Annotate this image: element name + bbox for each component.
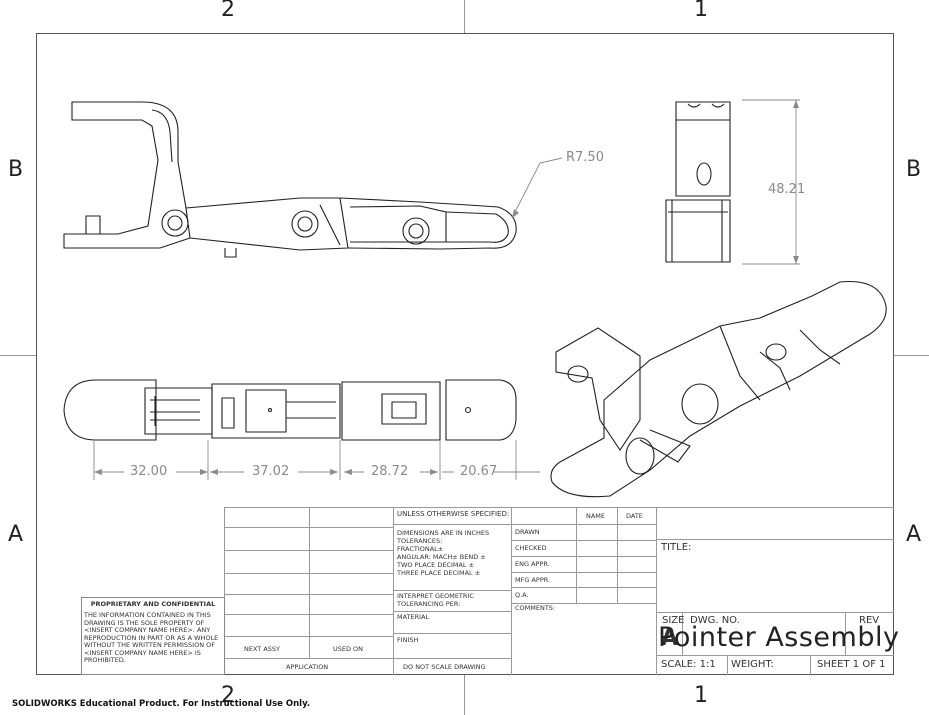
zone-top-2: 2 [221, 0, 235, 22]
unless-label: UNLESS OTHERWISE SPECIFIED: [397, 510, 510, 518]
dim-32: 32.00 [130, 464, 168, 479]
border-tick [894, 355, 929, 356]
dwg-no-label: DWG. NO. [690, 615, 740, 626]
size-value: A [661, 626, 679, 651]
title-block-line [576, 507, 577, 603]
zone-right-a: A [906, 522, 922, 547]
title-block-line [224, 527, 394, 528]
application-label: APPLICATION [286, 663, 329, 671]
zone-right-b: B [906, 157, 922, 182]
dims-inches-label: DIMENSIONS ARE IN INCHES [397, 529, 490, 537]
drawn-label: DRAWN [515, 528, 540, 536]
title-block-line [224, 550, 394, 551]
title-block-line [393, 590, 511, 591]
title-block-line [656, 539, 894, 540]
title-block-line [393, 611, 511, 612]
title-block-line [511, 540, 656, 541]
eng-appr-label: ENG APPR. [515, 560, 550, 568]
title-block-line [511, 572, 656, 573]
title-block-line [682, 612, 683, 655]
title-block-line [617, 507, 618, 603]
zone-top-1: 1 [694, 0, 708, 22]
scale-label: SCALE: 1:1 [661, 659, 716, 670]
title-block-line [511, 524, 656, 525]
next-assy-label: NEXT ASSY [244, 645, 281, 653]
sheet-label: SHEET 1 OF 1 [817, 659, 886, 670]
zone-bottom-1: 1 [694, 683, 708, 708]
dim-radius: R7.50 [566, 150, 604, 165]
title-block-line [224, 614, 394, 615]
material-label: MATERIAL [397, 613, 430, 621]
weight-label: WEIGHT: [731, 659, 774, 670]
mfg-appr-label: MFG APPR. [515, 576, 551, 584]
title-block-line [656, 612, 894, 613]
title-block-line [224, 507, 225, 675]
proprietary-box [81, 597, 225, 675]
checked-label: CHECKED [515, 544, 547, 552]
title-block-line [224, 636, 394, 637]
zone-left-a: A [8, 522, 24, 547]
title-block-line [393, 507, 394, 675]
two-place-label: TWO PLACE DECIMAL ± [397, 561, 475, 569]
proprietary-text: THE INFORMATION CONTAINED IN THIS DRAWIN… [84, 611, 219, 664]
fractional-label: FRACTIONAL± [397, 545, 444, 553]
size-label: SIZE [662, 615, 685, 626]
title-block-line [224, 507, 894, 508]
dim-height: 48.21 [768, 182, 806, 197]
rev-label: REV [859, 615, 880, 626]
title-block-line [511, 603, 656, 604]
name-header: NAME [586, 512, 606, 520]
dim-28: 28.72 [371, 464, 409, 479]
title-block-line [511, 556, 656, 557]
title-block-line [656, 507, 657, 675]
dim-37: 37.02 [252, 464, 290, 479]
drawing-frame [36, 33, 894, 675]
top-view [63, 379, 517, 441]
used-on-label: USED ON [333, 645, 364, 653]
title-block-line [845, 612, 846, 655]
part-name: Pointer Assembly [658, 622, 900, 653]
interpret-label: INTERPRET GEOMETRIC TOLERANCING PER: [397, 592, 474, 608]
zone-left-b: B [8, 157, 24, 182]
proprietary-title: PROPRIETARY AND CONFIDENTIAL [90, 600, 216, 608]
zone-bottom-2: 2 [221, 683, 235, 708]
comments-label: COMMENTS: [515, 604, 556, 612]
do-not-scale-label: DO NOT SCALE DRAWING [403, 663, 486, 671]
title-block-line [511, 507, 512, 675]
side-view [63, 101, 517, 258]
tolerances-label: TOLERANCES: [397, 537, 443, 545]
title-block-line [309, 507, 310, 659]
title-block-line [727, 655, 728, 675]
title-label: TITLE: [661, 542, 692, 553]
title-block-line [224, 573, 394, 574]
educational-watermark: SOLIDWORKS Educational Product. For Inst… [12, 699, 311, 709]
title-block-line [393, 633, 511, 634]
title-block-line [656, 655, 894, 656]
angular-label: ANGULAR: MACH± BEND ± [397, 553, 486, 561]
border-tick [464, 675, 465, 715]
date-header: DATE [626, 512, 643, 520]
title-block-line [224, 594, 394, 595]
title-block-line [810, 655, 811, 675]
isometric-view [550, 280, 887, 498]
qa-label: Q.A. [515, 591, 529, 599]
title-block-line [224, 658, 511, 659]
border-tick [464, 0, 465, 33]
finish-label: FINISH [397, 636, 419, 644]
dim-20: 20.67 [460, 464, 498, 479]
three-place-label: THREE PLACE DECIMAL ± [397, 569, 481, 577]
border-tick [0, 355, 36, 356]
front-view [665, 101, 731, 263]
title-block-line [393, 524, 511, 525]
title-block-line [511, 587, 656, 588]
